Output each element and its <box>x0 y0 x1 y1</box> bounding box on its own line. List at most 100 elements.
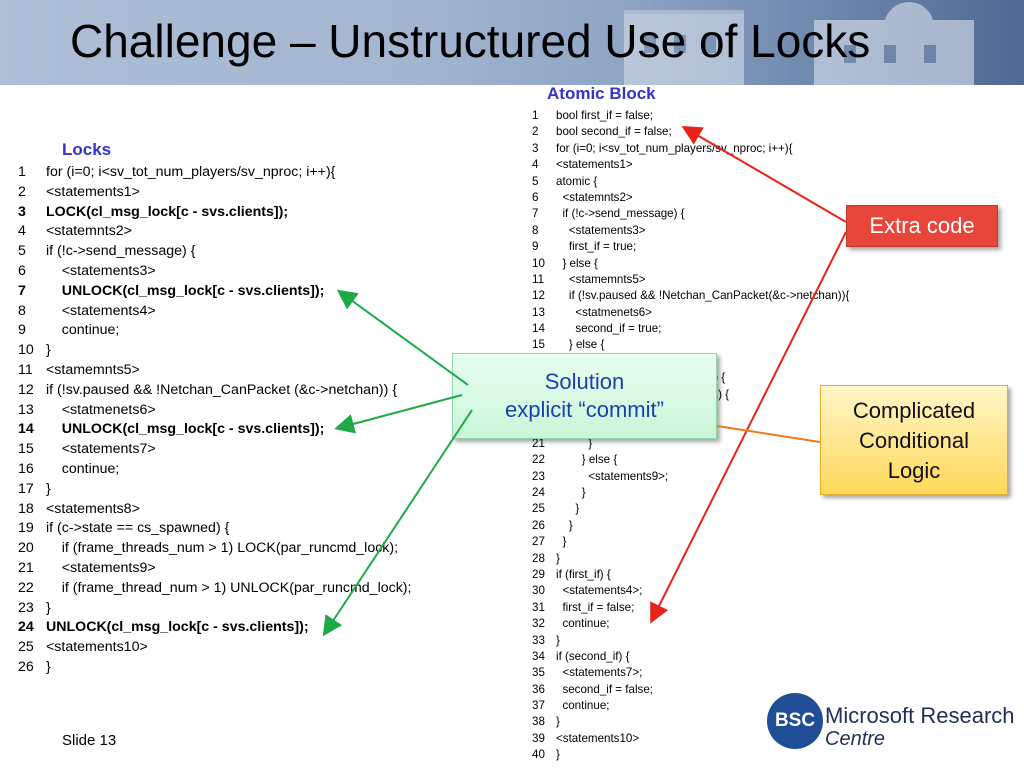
line-number: 36 <box>532 682 545 696</box>
locks-code-line: 8 <statements4> <box>18 302 411 322</box>
line-number: 29 <box>532 567 545 581</box>
bsc-logo-mark: BSC <box>767 693 823 749</box>
code-text: <statements1> <box>46 183 140 200</box>
code-text: <statemnts2> <box>46 223 132 240</box>
extra-code-callout: Extra code <box>846 205 998 247</box>
atomic-code-line: 27 } <box>532 534 849 550</box>
logic-line-3: Logic <box>887 458 941 483</box>
line-number: 40 <box>532 748 545 762</box>
code-text: for (i=0; i<sv_tot_num_players/sv_nproc;… <box>556 141 793 155</box>
line-number: 6 <box>532 190 539 204</box>
line-number: 2 <box>18 183 26 200</box>
line-number: 35 <box>532 666 545 680</box>
atomic-code-line: 8 <statements3> <box>532 223 849 239</box>
locks-code-line: 6 <statements3> <box>18 262 411 282</box>
locks-code-line: 14 UNLOCK(cl_msg_lock[c - svs.clients]); <box>18 420 411 440</box>
atomic-code-line: 9 first_if = true; <box>532 239 849 255</box>
locks-label: Locks <box>62 140 112 159</box>
line-number: 21 <box>532 436 545 450</box>
solution-callout: Solution explicit “commit” <box>452 353 717 439</box>
atomic-code-line: 10 } else { <box>532 256 849 272</box>
solution-line-1: Solution <box>544 369 625 394</box>
line-number: 26 <box>532 518 545 532</box>
title-banner: Challenge – Unstructured Use of Locks <box>0 0 1024 85</box>
locks-code-line: 2 <statements1> <box>18 183 411 203</box>
code-text: <statements8> <box>46 500 140 517</box>
code-text: <statements9> <box>46 559 156 576</box>
complicated-logic-callout: Complicated Conditional Logic <box>820 385 1008 495</box>
line-number: 12 <box>18 381 34 398</box>
line-number: 1 <box>18 164 26 180</box>
bsc-microsoft-logo: BSC Microsoft Research Centre <box>767 693 1015 753</box>
code-text: bool second_if = false; <box>556 125 672 139</box>
code-text: if (second_if) { <box>556 649 630 663</box>
code-text: } <box>556 518 573 532</box>
line-number: 28 <box>532 551 545 565</box>
line-number: 10 <box>18 342 34 359</box>
code-text: } <box>556 748 560 762</box>
atomic-code-line: 24 } <box>532 485 849 501</box>
code-text: continue; <box>46 322 120 339</box>
code-text: bool first_if = false; <box>556 109 653 122</box>
code-text: } <box>46 480 51 497</box>
line-number: 3 <box>532 141 539 155</box>
code-text: } else { <box>556 453 618 467</box>
logo-line-1: Microsoft Research <box>825 703 1015 728</box>
code-text: LOCK(cl_msg_lock[c - svs.clients]); <box>46 203 289 220</box>
line-number: 18 <box>18 500 34 517</box>
code-text: continue; <box>556 699 610 713</box>
line-number: 15 <box>18 441 34 458</box>
line-number: 23 <box>18 599 34 616</box>
atomic-code-line: 25 } <box>532 501 849 517</box>
code-text: <stamemnts5> <box>556 272 646 286</box>
atomic-code-line: 13 <statmenets6> <box>532 305 849 321</box>
code-text: <statements10> <box>46 639 148 656</box>
code-text: <statements4> <box>46 302 156 319</box>
code-text: } <box>46 599 51 616</box>
atomic-code-line: 14 second_if = true; <box>532 321 849 337</box>
locks-code-line: 26} <box>18 658 411 678</box>
locks-code-line: 22 if (frame_thread_num > 1) UNLOCK(par_… <box>18 579 411 599</box>
line-number: 20 <box>18 540 34 557</box>
line-number: 25 <box>532 502 545 516</box>
code-text: continue; <box>46 460 120 477</box>
line-number: 14 <box>532 322 545 336</box>
code-text: <stamemnts5> <box>46 361 140 378</box>
line-number: 5 <box>18 243 26 260</box>
line-number: 13 <box>18 401 34 418</box>
code-text: if (!c->send_message) { <box>46 243 196 260</box>
line-number: 22 <box>532 453 545 467</box>
atomic-code-line: 26 } <box>532 518 849 534</box>
locks-code-line: 15 <statements7> <box>18 440 411 460</box>
atomic-code-line: 40} <box>532 747 849 763</box>
code-text: if (!sv.paused && !Netchan_CanPacket(&c-… <box>556 289 850 303</box>
code-text: } <box>556 633 560 647</box>
line-number: 32 <box>532 617 545 631</box>
code-text: <statements4>; <box>556 584 643 598</box>
code-text: if (!c->send_message) { <box>556 207 685 221</box>
line-number: 5 <box>532 174 539 188</box>
line-number: 4 <box>532 158 539 172</box>
atomic-code-line: 3 for (i=0; i<sv_tot_num_players/sv_nproc… <box>532 141 849 157</box>
code-text: } <box>46 658 51 675</box>
code-text: } <box>556 436 593 450</box>
code-text: if (frame_threads_num > 1) LOCK(par_runc… <box>46 540 399 557</box>
atomic-code-line: 38} <box>532 714 849 730</box>
line-number: 31 <box>532 600 545 614</box>
code-text: <statements7> <box>46 441 156 458</box>
code-text: first_if = false; <box>556 600 635 614</box>
line-number: 13 <box>532 305 545 319</box>
line-number: 37 <box>532 699 545 713</box>
line-number: 7 <box>532 207 539 221</box>
line-number: 38 <box>532 715 545 729</box>
line-number: 8 <box>532 223 539 237</box>
line-number: 30 <box>532 584 545 598</box>
code-text: } else { <box>556 256 598 270</box>
